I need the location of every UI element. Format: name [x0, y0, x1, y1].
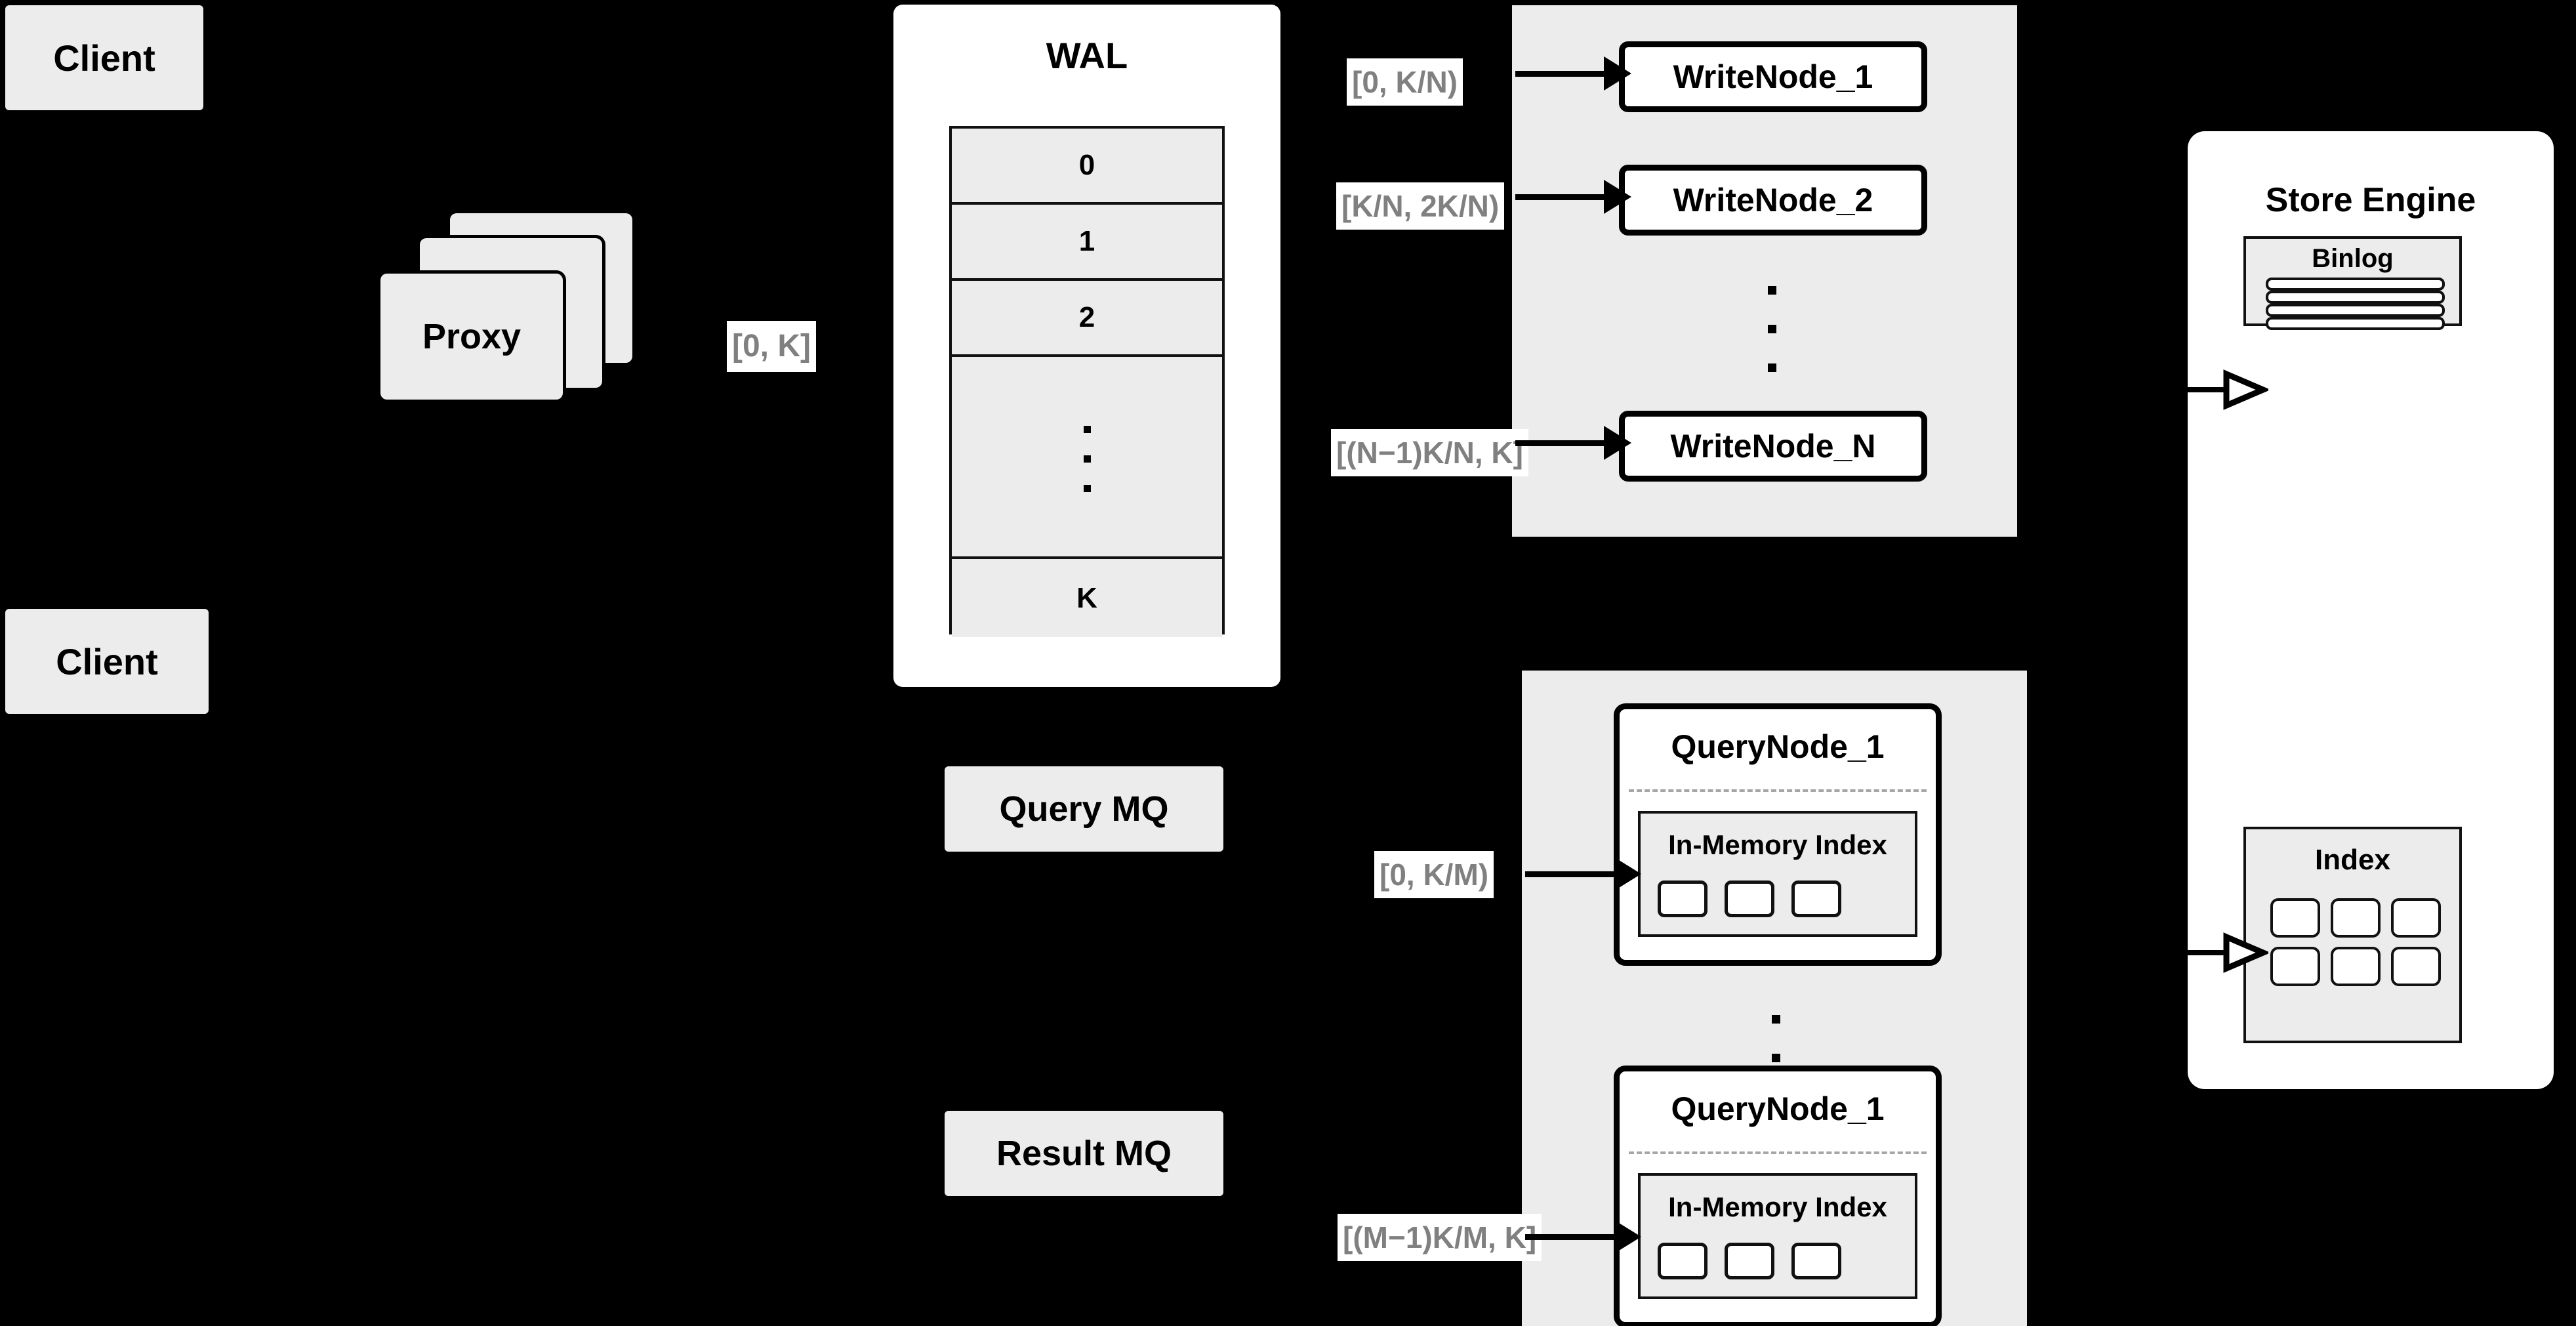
index-panel: Index — [2243, 827, 2462, 1043]
write-node-1-label: WriteNode_1 — [1673, 58, 1873, 95]
query-node-m[interactable]: QueryNode_1 In-Memory Index — [1614, 1066, 1942, 1326]
query-node-m-range-label: [(M−1)K/M, K] — [1338, 1214, 1542, 1261]
query-ellipsis-dot — [1772, 1015, 1780, 1024]
write-node-cluster-panel: WriteNode_1 WriteNode_2 WriteNode_N — [1512, 5, 2017, 537]
proxy-range-text: [0, K] — [732, 329, 811, 363]
wal-cell-0: 0 — [1078, 149, 1095, 181]
arrow-line-query-m — [1525, 1234, 1627, 1240]
arrow-head-write-1 — [1604, 56, 1631, 91]
wal-cell-1: 1 — [1078, 225, 1095, 257]
wal-row-2: 2 — [952, 281, 1222, 357]
arrow-head-open-binlog — [2223, 369, 2268, 410]
client-box-1[interactable]: Client — [5, 5, 203, 110]
write-ellipsis-dot — [1768, 325, 1776, 333]
query-node-1-in-memory-index-title: In-Memory Index — [1668, 829, 1887, 860]
write-node-n[interactable]: WriteNode_N — [1619, 411, 1927, 482]
arrow-line-index — [2188, 950, 2227, 955]
query-node-1-index-cell — [1658, 881, 1707, 917]
query-node-1-in-memory-index: In-Memory Index — [1638, 811, 1917, 937]
query-node-1[interactable]: QueryNode_1 In-Memory Index — [1614, 703, 1942, 966]
write-node-2[interactable]: WriteNode_2 — [1619, 165, 1927, 236]
query-node-m-in-memory-index: In-Memory Index — [1638, 1173, 1917, 1299]
binlog-panel: Binlog — [2243, 236, 2462, 330]
query-node-m-index-cell — [1725, 1243, 1774, 1279]
wal-cell-2: 2 — [1078, 301, 1095, 333]
query-node-cluster-panel: QueryNode_1 In-Memory Index QueryNode_1 … — [1522, 671, 2027, 1326]
arrow-head-open-index — [2223, 932, 2268, 973]
wal-panel: WAL 0 1 2 K — [893, 5, 1280, 687]
write-node-n-range-label: [(N−1)K/N, K] — [1331, 429, 1528, 476]
write-ellipsis-dot — [1768, 286, 1776, 295]
query-mq-box[interactable]: Query MQ — [945, 766, 1223, 852]
binlog-bar — [2266, 317, 2445, 330]
arrow-line-query-1 — [1525, 871, 1627, 877]
arrow-line-binlog — [2188, 387, 2227, 392]
index-cell — [2331, 898, 2381, 938]
write-node-1-range-text: [0, K/N) — [1352, 65, 1458, 99]
wal-ellipsis-dot — [1083, 425, 1091, 433]
client-label-1: Client — [53, 37, 155, 79]
write-node-n-range-text: [(N−1)K/N, K] — [1336, 436, 1523, 470]
write-node-2-range-label: [K/N, 2K/N) — [1336, 182, 1505, 230]
arrow-line-write-2 — [1515, 194, 1617, 200]
wal-cell-k: K — [1076, 581, 1097, 614]
index-cell — [2391, 898, 2441, 938]
wal-ellipsis-dot — [1083, 484, 1091, 492]
write-ellipsis-dot — [1768, 363, 1776, 372]
index-cell — [2270, 898, 2320, 938]
store-engine-title: Store Engine — [2265, 181, 2476, 219]
proxy-label: Proxy — [422, 317, 521, 356]
result-mq-box[interactable]: Result MQ — [945, 1111, 1223, 1196]
query-ellipsis-dot — [1772, 1054, 1780, 1062]
binlog-title: Binlog — [2312, 244, 2394, 273]
client-label-2: Client — [56, 640, 158, 682]
query-node-m-divider — [1629, 1151, 1927, 1154]
wal-table: 0 1 2 K — [949, 126, 1225, 637]
wal-row-0: 0 — [952, 129, 1222, 205]
wal-row-k: K — [952, 559, 1222, 637]
index-cell — [2331, 947, 2381, 986]
arrow-head-write-n — [1604, 426, 1631, 460]
arrow-head-write-2 — [1604, 180, 1631, 214]
write-node-2-range-text: [K/N, 2K/N) — [1341, 189, 1500, 223]
binlog-bar — [2266, 278, 2445, 291]
result-mq-label: Result MQ — [996, 1134, 1172, 1173]
query-node-m-label: QueryNode_1 — [1671, 1090, 1885, 1127]
wal-ellipsis-dot — [1083, 455, 1091, 463]
query-node-1-range-label: [0, K/M) — [1374, 851, 1494, 898]
proxy-stack[interactable]: Proxy — [379, 213, 681, 430]
write-node-1-range-label: [0, K/N) — [1347, 58, 1463, 106]
arrow-head-query-m — [1614, 1220, 1641, 1254]
binlog-bar — [2266, 291, 2445, 304]
client-box-2[interactable]: Client — [5, 609, 209, 714]
arrow-line-write-n — [1515, 440, 1617, 446]
store-engine-panel: Store Engine Binlog Index — [2188, 131, 2554, 1089]
index-cell — [2391, 947, 2441, 986]
binlog-bar — [2266, 304, 2445, 317]
query-node-1-index-cell — [1725, 881, 1774, 917]
query-node-1-range-text: [0, K/M) — [1380, 858, 1489, 892]
index-title: Index — [2315, 844, 2390, 876]
query-node-1-label: QueryNode_1 — [1671, 728, 1885, 765]
proxy-range-label: [0, K] — [727, 321, 816, 372]
index-cell — [2270, 947, 2320, 986]
arrow-head-query-1 — [1614, 857, 1641, 891]
query-mq-label: Query MQ — [999, 789, 1169, 829]
query-node-m-range-text: [(M−1)K/M, K] — [1343, 1220, 1537, 1254]
wal-row-ellipsis — [952, 357, 1222, 559]
write-node-ellipsis — [1768, 286, 1776, 372]
query-node-1-index-cell — [1791, 881, 1841, 917]
wal-row-1: 1 — [952, 205, 1222, 281]
query-node-m-index-cell — [1658, 1243, 1707, 1279]
query-node-m-index-cell — [1791, 1243, 1841, 1279]
arrow-line-write-1 — [1515, 71, 1617, 77]
query-node-m-in-memory-index-title: In-Memory Index — [1668, 1191, 1887, 1222]
write-node-2-label: WriteNode_2 — [1673, 182, 1873, 218]
proxy-card-front[interactable]: Proxy — [380, 274, 563, 400]
write-node-1[interactable]: WriteNode_1 — [1619, 41, 1927, 112]
write-node-n-label: WriteNode_N — [1670, 428, 1876, 465]
wal-title: WAL — [1046, 35, 1128, 76]
query-node-1-divider — [1629, 789, 1927, 792]
